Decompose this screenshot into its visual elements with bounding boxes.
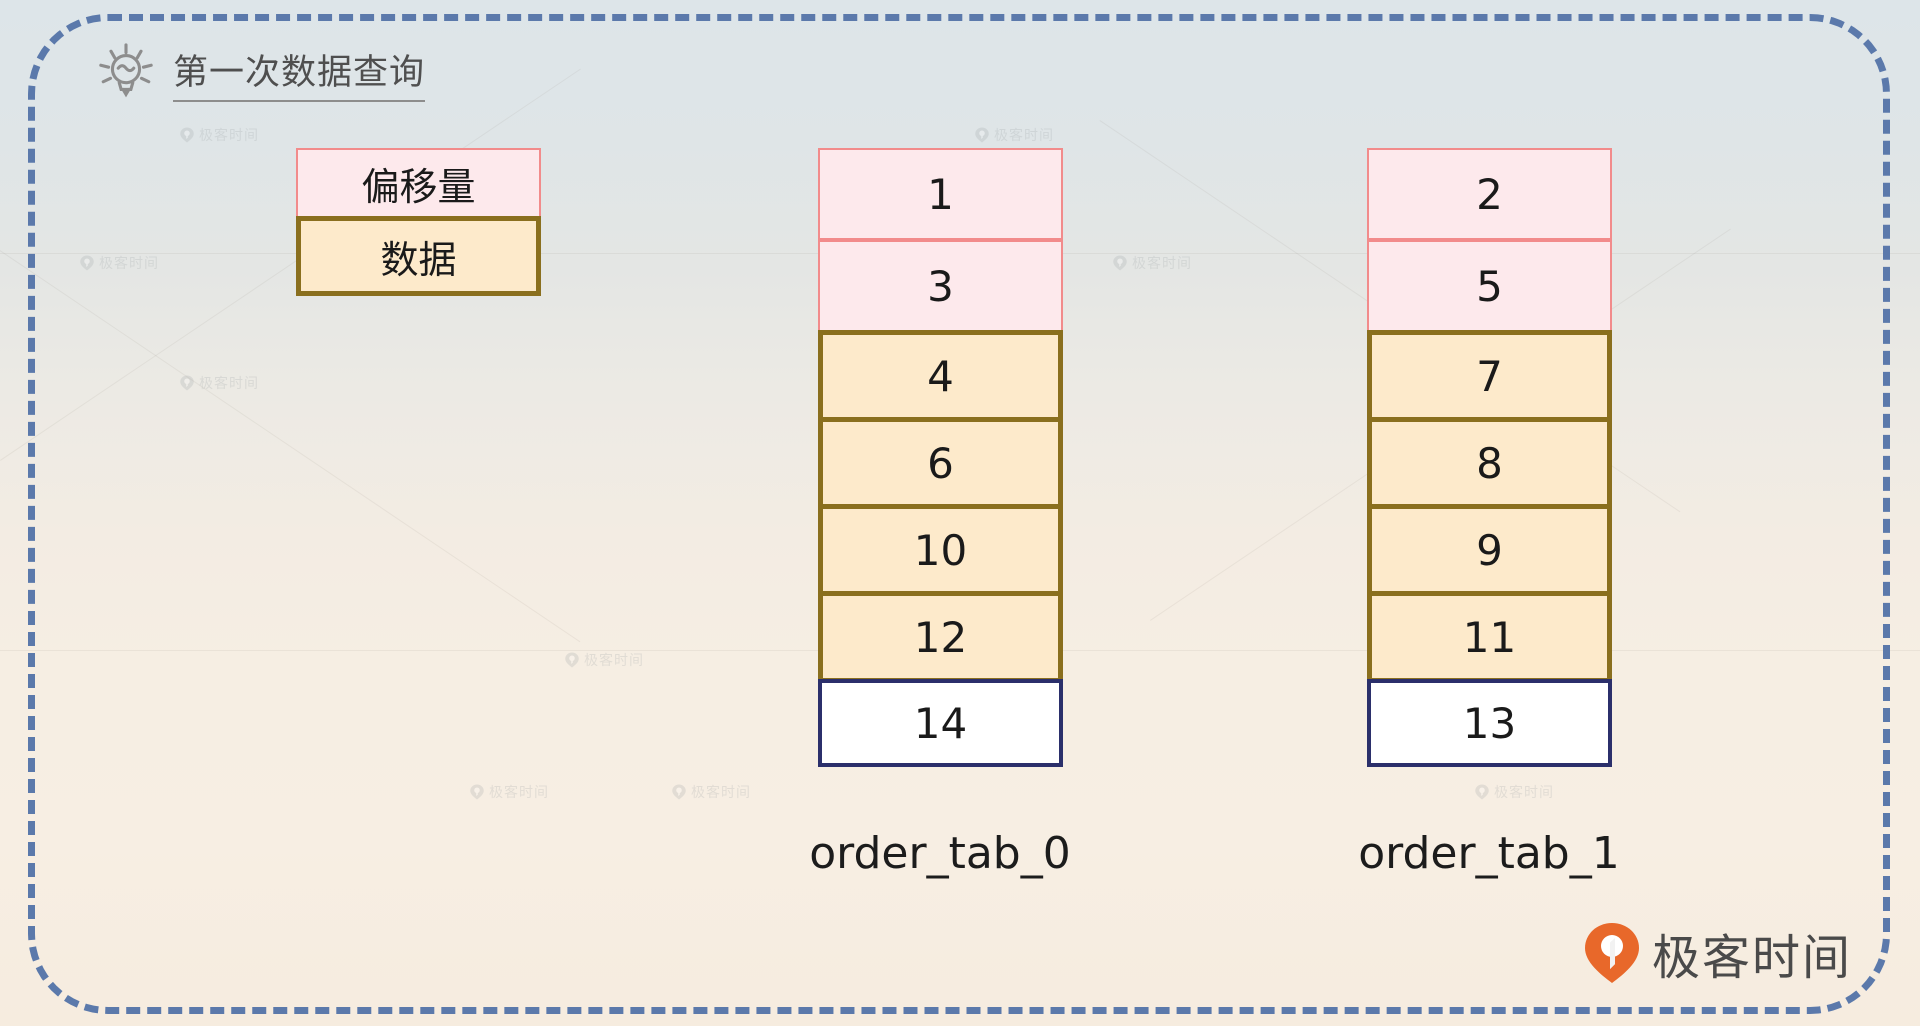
watermark-text: 极客时间 (584, 653, 644, 669)
legend: 偏移量 数据 (296, 148, 541, 296)
table-cell: 4 (818, 330, 1063, 422)
watermark-text: 极客时间 (99, 256, 159, 272)
watermark-text: 极客时间 (489, 785, 549, 801)
watermark: 极客时间 (80, 253, 159, 273)
callout-title: 第一次数据查询 (173, 44, 426, 102)
watermark: 极客时间 (1113, 253, 1192, 273)
table-cell: 1 (818, 148, 1063, 240)
table-cell: 13 (1367, 679, 1612, 767)
watermark-pin-icon (672, 784, 686, 800)
lightbulb-icon (99, 43, 153, 98)
table-cell: 8 (1367, 417, 1612, 509)
watermark-text: 极客时间 (1132, 256, 1192, 272)
table-cell: 12 (818, 591, 1063, 683)
watermark: 极客时间 (180, 125, 259, 145)
watermark-text: 极客时间 (994, 128, 1054, 144)
watermark-pin-icon (1475, 784, 1489, 800)
watermark-text: 极客时间 (1494, 785, 1554, 801)
table-cell: 7 (1367, 330, 1612, 422)
table-cell: 9 (1367, 504, 1612, 596)
watermark: 极客时间 (565, 650, 644, 670)
watermark: 极客时间 (1475, 782, 1554, 802)
watermark-pin-icon (470, 784, 484, 800)
watermark: 极客时间 (975, 125, 1054, 145)
watermark-text: 极客时间 (691, 785, 751, 801)
table-cell: 10 (818, 504, 1063, 596)
table-cell: 5 (1367, 240, 1612, 332)
watermark-pin-icon (180, 127, 194, 143)
table-cell: 2 (1367, 148, 1612, 240)
brand-name: 极客时间 (1651, 930, 1852, 986)
legend-offset-swatch: 偏移量 (296, 148, 541, 218)
watermark-pin-icon (1113, 255, 1127, 271)
table-caption-1: order_tab_1 (1358, 828, 1620, 879)
table-caption-0: order_tab_0 (809, 828, 1071, 879)
legend-data-swatch: 数据 (296, 216, 541, 296)
watermark: 极客时间 (180, 373, 259, 393)
table-cell: 6 (818, 417, 1063, 509)
table-cell: 14 (818, 679, 1063, 767)
guide-line (0, 250, 581, 643)
geektime-pin-icon (1584, 923, 1639, 983)
watermark-pin-icon (565, 652, 579, 668)
watermark-text: 极客时间 (199, 128, 259, 144)
watermark-text: 极客时间 (199, 376, 259, 392)
brand-logo: 极客时间 (1584, 918, 1852, 988)
watermark: 极客时间 (672, 782, 751, 802)
watermark: 极客时间 (470, 782, 549, 802)
watermark-pin-icon (975, 127, 989, 143)
table-cell: 11 (1367, 591, 1612, 683)
table-cell: 3 (818, 240, 1063, 332)
watermark-pin-icon (80, 255, 94, 271)
callout-header: 第一次数据查询 (95, 42, 426, 104)
watermark-pin-icon (180, 375, 194, 391)
